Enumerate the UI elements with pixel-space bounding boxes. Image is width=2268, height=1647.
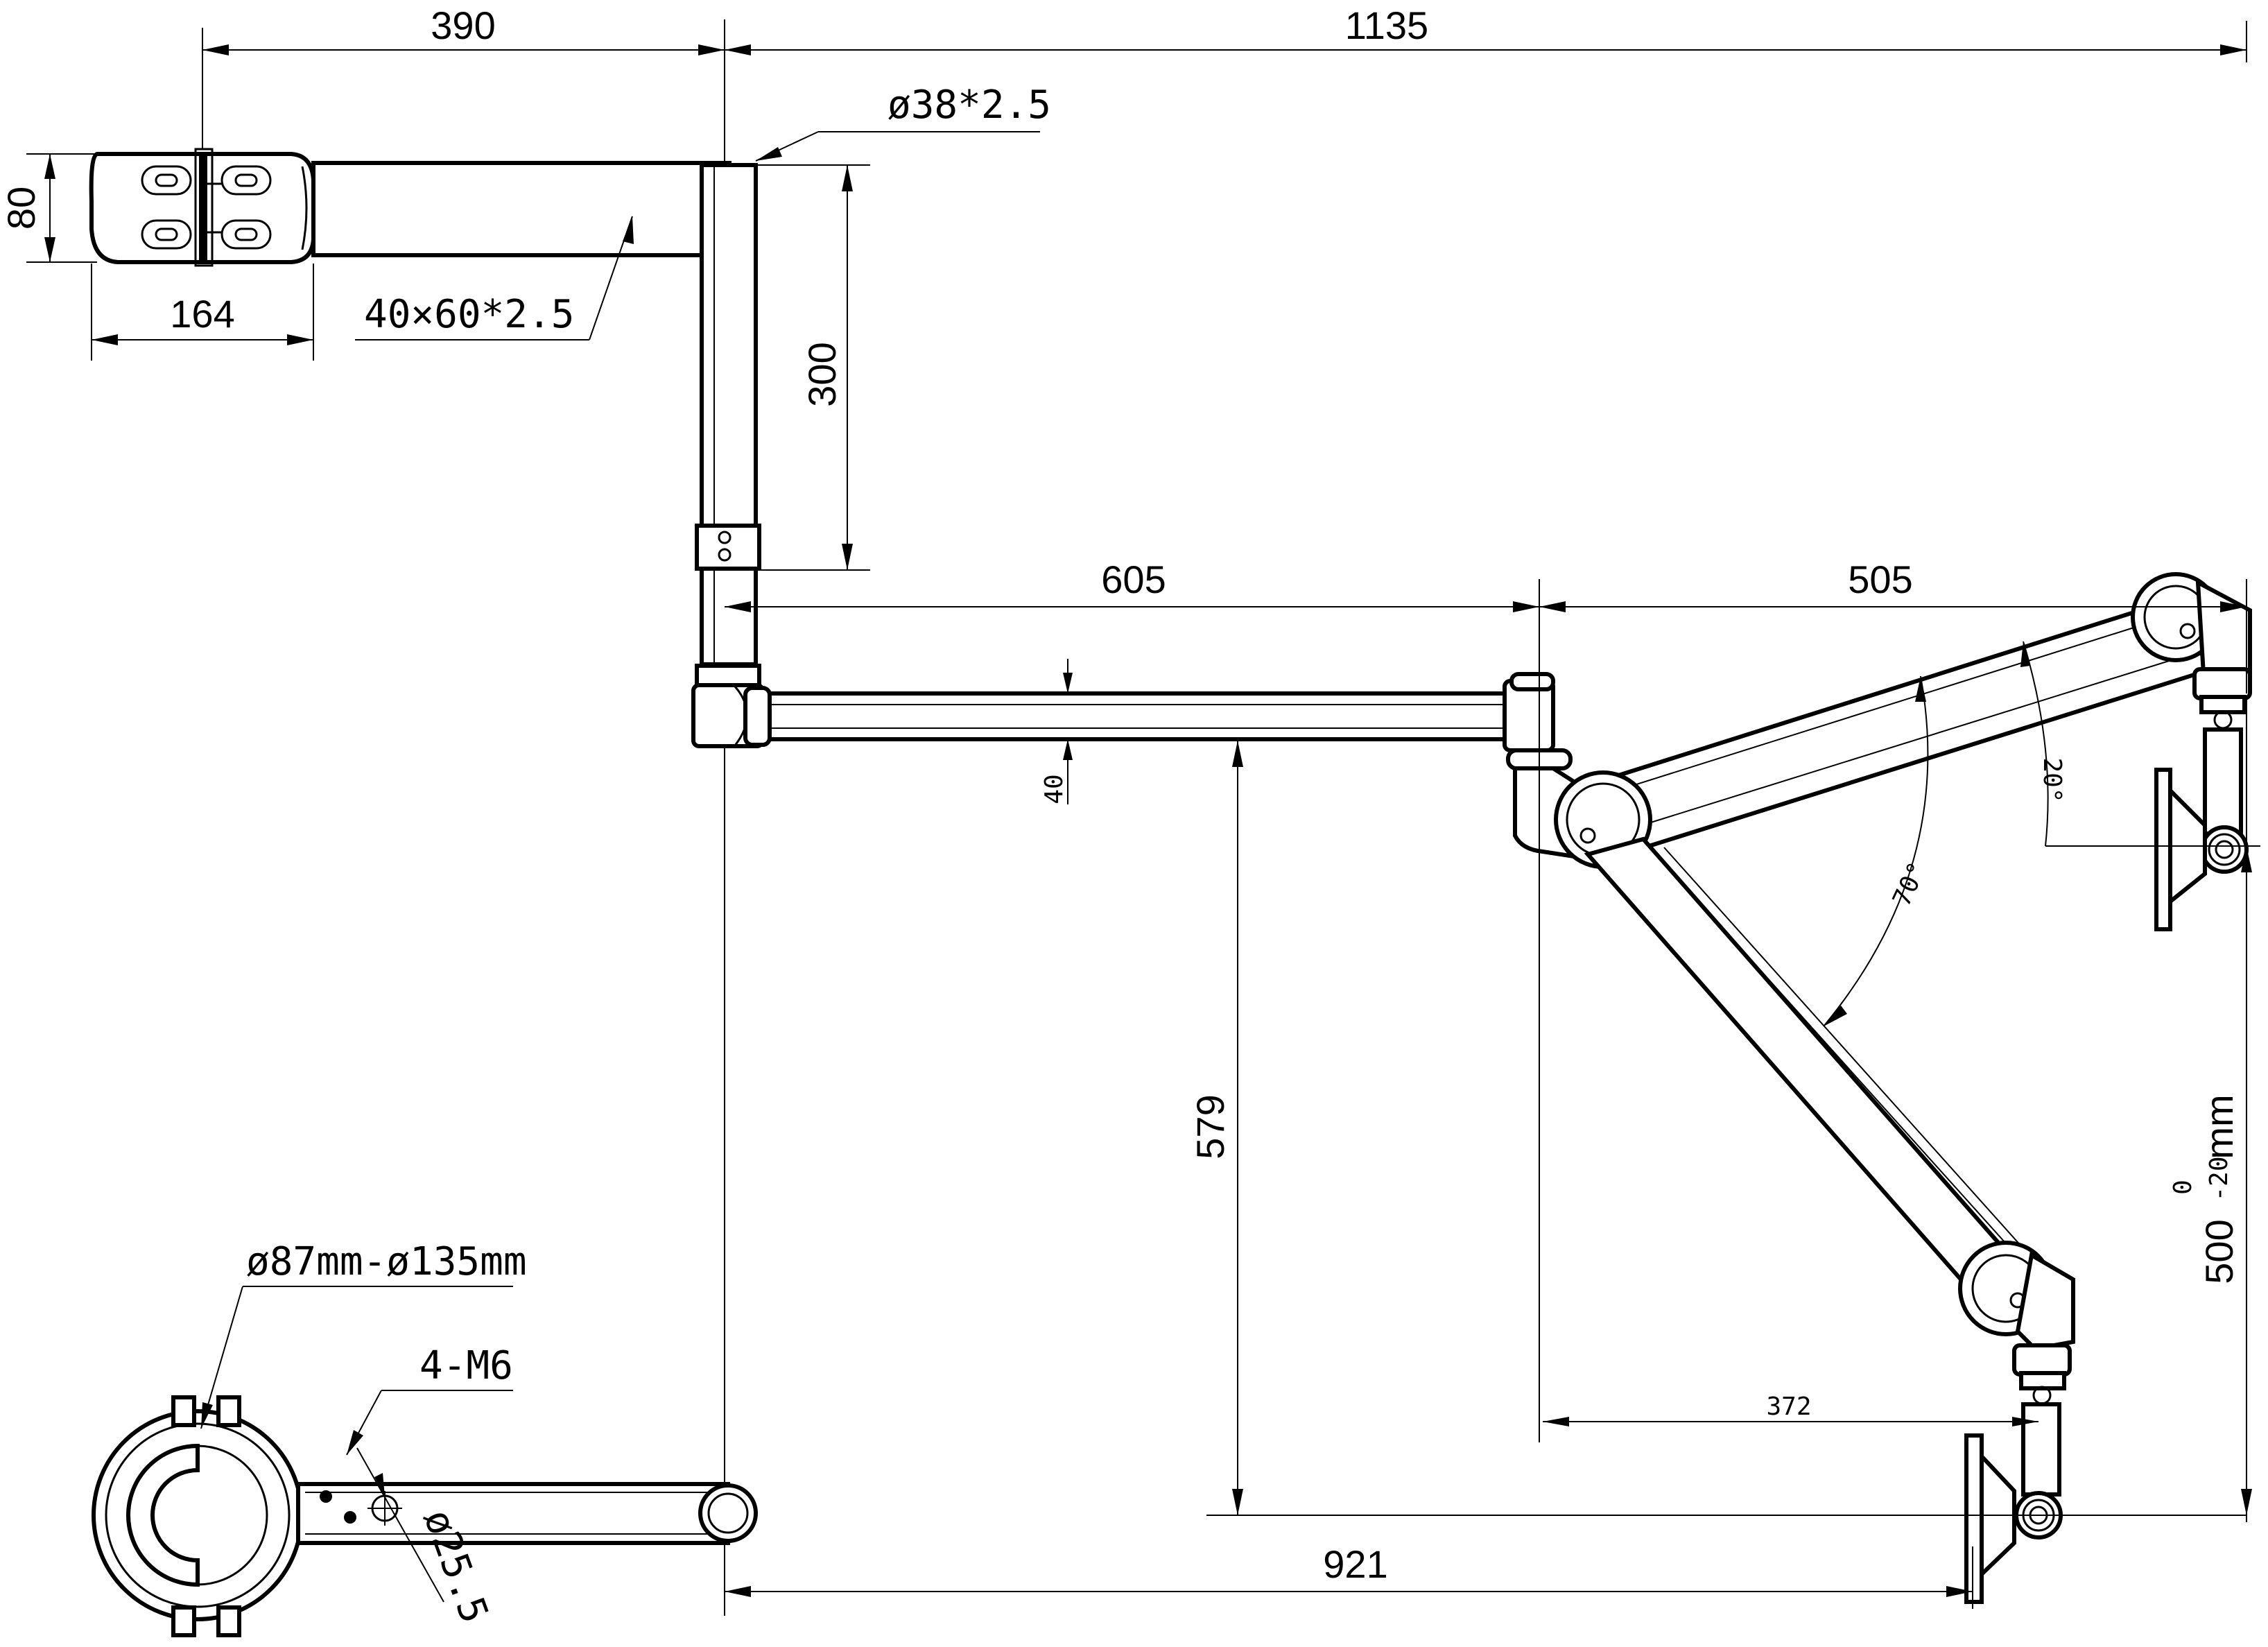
dim-40-lines (1063, 659, 1179, 804)
angle-20: 20° (2038, 757, 2066, 802)
dim-372: 372 (1766, 1392, 1811, 1421)
dim-605-lines (725, 579, 1540, 1442)
dim-500-lines (2045, 697, 2260, 1522)
dim-505-lines (1539, 579, 2247, 693)
tube-round-leader (755, 131, 1040, 162)
label-tube-rect: 40×60*2.5 (364, 292, 574, 337)
angle-70-arc (1823, 675, 1929, 1027)
dim-164: 164 (170, 292, 234, 336)
dim-579-lines (1206, 741, 2247, 1516)
dim-80: 80 (0, 187, 43, 230)
dim-300: 300 (800, 342, 844, 406)
label-clamp-diameter: ø87mm-ø135mm (246, 1239, 527, 1284)
ring-clamp-leaders (200, 1286, 513, 1603)
dim-500: 500 (2197, 1219, 2241, 1284)
tube-rect-leader (355, 216, 634, 340)
dim-390: 390 (431, 3, 495, 47)
tolerance-lower: -20 (2205, 1156, 2233, 1201)
dim-579: 579 (1188, 1094, 1232, 1159)
dim-921-lines (725, 1546, 1973, 1609)
upper-angled-arm (1554, 572, 2252, 931)
horizontal-tube (311, 161, 732, 257)
vertical-post (691, 163, 765, 748)
dim-40: 40 (1040, 774, 1068, 804)
tolerance-upper: 0 (2169, 1180, 2197, 1195)
dim-921: 921 (1323, 1542, 1387, 1586)
dim-605: 605 (1101, 558, 1166, 601)
ring-clamp (92, 1395, 758, 1637)
dim-300-lines (752, 164, 870, 571)
horizontal-arm (743, 672, 1590, 861)
unit-mm: mm (2197, 1094, 2241, 1159)
dim-1135: 1135 (1345, 3, 1428, 47)
lower-angled-arm (1584, 836, 2075, 1604)
label-screw-spec: 4-M6 (419, 1343, 513, 1388)
top-clamp (89, 148, 315, 267)
label-tube-round: ø38*2.5 (888, 83, 1051, 128)
dim-372-lines (1543, 1417, 2038, 1426)
clamp-dimensions (26, 153, 314, 361)
dim-505: 505 (1848, 558, 1912, 601)
angle-70: 70° (1887, 858, 1932, 911)
